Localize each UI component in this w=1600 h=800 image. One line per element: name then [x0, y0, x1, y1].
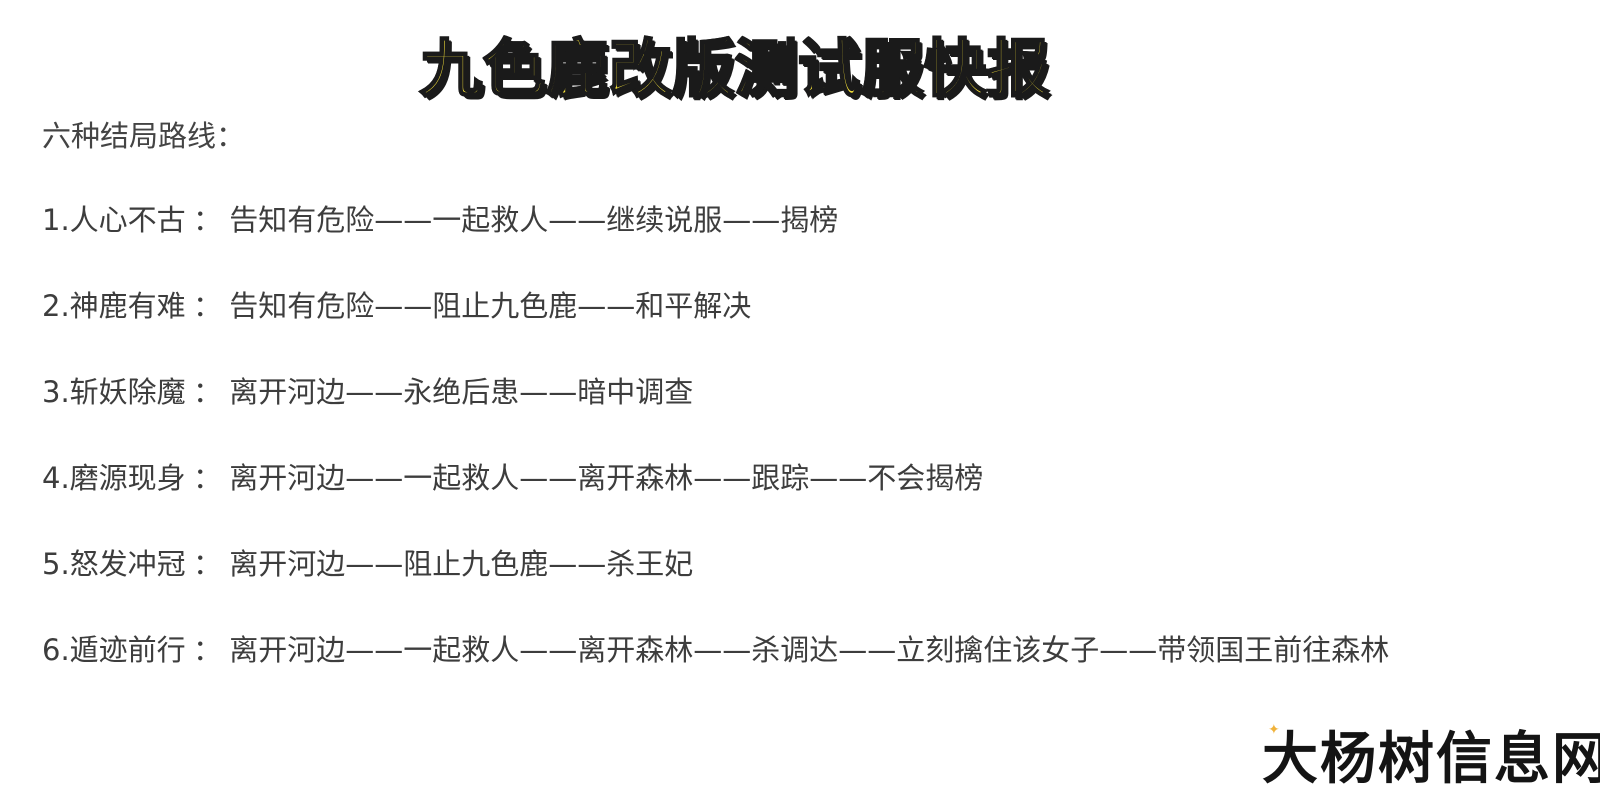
- route-number: 3.: [42, 375, 70, 409]
- route-number: 2.: [42, 289, 70, 323]
- route-steps: 离开河边——永绝后患——暗中调查: [229, 375, 694, 409]
- route-item-2: 2. 神鹿有难 ： 告知有危险——阻止九色鹿——和平解决: [42, 286, 1389, 372]
- route-separator: ：: [192, 461, 222, 495]
- route-name: 人心不古: [69, 203, 186, 237]
- ending-routes-list: 1. 人心不古 ： 告知有危险——一起救人——继续说服——揭榜 2. 神鹿有难 …: [42, 200, 1389, 716]
- route-number: 1.: [42, 203, 70, 237]
- route-item-4: 4. 磨源现身 ： 离开河边——一起救人——离开森林——跟踪——不会揭榜: [42, 458, 1389, 544]
- page-title: 九色鹿改版测试服快报: [419, 31, 1051, 107]
- route-item-5: 5. 怒发冲冠 ： 离开河边——阻止九色鹿——杀王妃: [42, 544, 1389, 630]
- route-steps: 离开河边——一起救人——离开森林——杀调达——立刻擒住该女子——带领国王前往森林: [229, 633, 1390, 667]
- route-name: 磨源现身: [69, 461, 186, 495]
- route-name: 斩妖除魔: [69, 375, 186, 409]
- route-steps: 离开河边——一起救人——离开森林——跟踪——不会揭榜: [229, 461, 984, 495]
- route-item-6: 6. 遁迹前行 ： 离开河边——一起救人——离开森林——杀调达——立刻擒住该女子…: [42, 630, 1389, 716]
- route-number: 5.: [42, 547, 70, 581]
- route-name: 神鹿有难: [69, 289, 186, 323]
- route-number: 6.: [42, 633, 70, 667]
- site-watermark: 大杨树信息网: [1262, 727, 1600, 792]
- section-heading: 六种结局路线：: [42, 119, 246, 153]
- route-name: 遁迹前行: [69, 633, 186, 667]
- route-separator: ：: [192, 547, 222, 581]
- route-item-1: 1. 人心不古 ： 告知有危险——一起救人——继续说服——揭榜: [42, 200, 1389, 286]
- route-item-3: 3. 斩妖除魔 ： 离开河边——永绝后患——暗中调查: [42, 372, 1389, 458]
- route-steps: 告知有危险——一起救人——继续说服——揭榜: [229, 203, 839, 237]
- route-separator: ：: [192, 633, 222, 667]
- route-separator: ：: [192, 203, 222, 237]
- route-name: 怒发冲冠: [69, 547, 186, 581]
- route-separator: ：: [192, 289, 222, 323]
- star-icon: ✦: [1268, 722, 1280, 738]
- route-steps: 告知有危险——阻止九色鹿——和平解决: [229, 289, 752, 323]
- route-number: 4.: [42, 461, 70, 495]
- route-separator: ：: [192, 375, 222, 409]
- route-steps: 离开河边——阻止九色鹿——杀王妃: [229, 547, 694, 581]
